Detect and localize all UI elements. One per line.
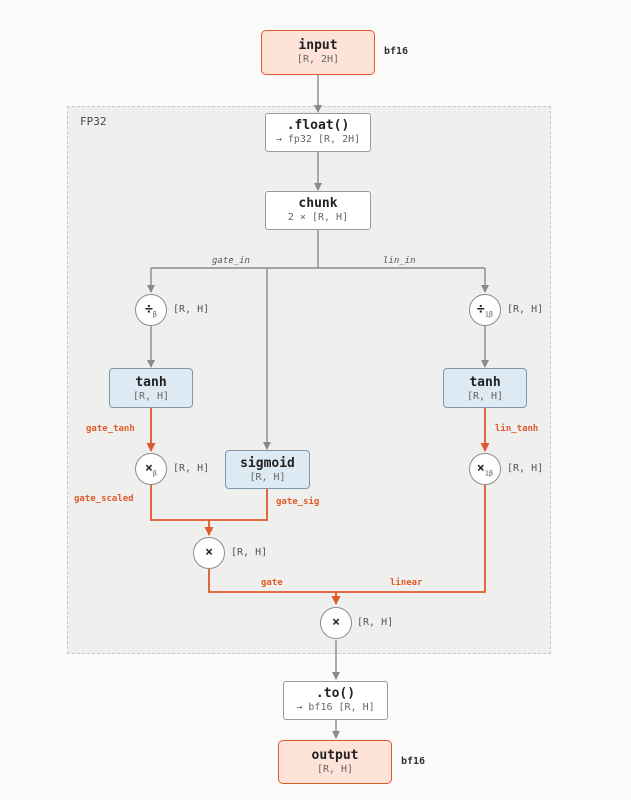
region-label: FP32 xyxy=(80,115,107,128)
output-shape: [R, H] xyxy=(316,764,354,775)
multiply-one-beta-op: ×1β xyxy=(469,453,501,485)
divide-icon: ÷ xyxy=(144,302,153,317)
multiply-beta-shape: [R, H] xyxy=(173,463,210,474)
input-title: input xyxy=(298,38,338,53)
divide-one-beta-shape: [R, H] xyxy=(507,304,544,315)
tanh-lin-title: tanh xyxy=(469,375,501,390)
multiply-gate-op: × xyxy=(193,537,225,569)
to-sub: → bf16 [R, H] xyxy=(296,702,375,713)
tanh-gate-title: tanh xyxy=(135,375,167,390)
multiply-icon: × xyxy=(476,461,485,476)
wire-gate xyxy=(208,569,341,605)
multiply-icon: × xyxy=(332,615,340,630)
to-node: .to() → bf16 [R, H] xyxy=(283,681,388,720)
multiply-beta-op: ×β xyxy=(135,453,167,485)
multiply-final-op: × xyxy=(320,607,352,639)
divide-beta-shape: [R, H] xyxy=(173,304,210,315)
label-gate: gate xyxy=(261,578,283,588)
divide-icon: ÷ xyxy=(476,302,485,317)
label-linear: linear xyxy=(390,578,423,588)
wire-linear xyxy=(336,485,486,593)
output-title: output xyxy=(311,748,359,763)
one-beta-subscript: 1β xyxy=(484,310,494,319)
float-node: .float() → fp32 [R, 2H] xyxy=(265,113,371,152)
input-node: input [R, 2H] xyxy=(261,30,375,75)
tanh-lin-node: tanh [R, H] xyxy=(443,368,527,408)
to-title: .to() xyxy=(315,686,356,701)
multiply-one-beta-shape: [R, H] xyxy=(507,463,544,474)
label-gate-tanh: gate_tanh xyxy=(86,424,135,434)
tanh-gate-node: tanh [R, H] xyxy=(109,368,193,408)
wire-gate-scaled xyxy=(150,485,214,536)
multiply-icon: × xyxy=(144,461,153,476)
wire-gate-sig xyxy=(209,489,268,521)
float-title: .float() xyxy=(286,118,350,133)
sigmoid-shape: [R, H] xyxy=(249,472,286,483)
sigmoid-node: sigmoid [R, H] xyxy=(225,450,310,489)
input-dtype: bf16 xyxy=(384,46,409,57)
tanh-lin-shape: [R, H] xyxy=(466,391,504,402)
divide-one-beta-op: ÷1β xyxy=(469,294,501,326)
chunk-title: chunk xyxy=(298,196,338,211)
chunk-node: chunk 2 × [R, H] xyxy=(265,191,371,230)
multiply-final-shape: [R, H] xyxy=(357,617,394,628)
label-gate-scaled: gate_scaled xyxy=(74,494,134,504)
beta-subscript: β xyxy=(152,310,158,319)
label-gate-in: gate_in xyxy=(212,256,250,266)
sigmoid-title: sigmoid xyxy=(240,456,295,471)
one-beta-subscript: 1β xyxy=(484,469,494,478)
input-shape: [R, 2H] xyxy=(296,54,340,65)
label-lin-tanh: lin_tanh xyxy=(495,424,539,434)
label-gate-sig: gate_sig xyxy=(276,497,320,507)
label-lin-in: lin_in xyxy=(383,256,416,266)
beta-subscript: β xyxy=(152,469,158,478)
tanh-gate-shape: [R, H] xyxy=(132,391,170,402)
multiply-icon: × xyxy=(205,545,213,560)
chunk-sub: 2 × [R, H] xyxy=(287,212,349,223)
float-sub: → fp32 [R, 2H] xyxy=(275,134,361,145)
divide-beta-op: ÷β xyxy=(135,294,167,326)
multiply-gate-shape: [R, H] xyxy=(231,547,268,558)
output-node: output [R, H] xyxy=(278,740,392,784)
output-dtype: bf16 xyxy=(401,756,426,767)
